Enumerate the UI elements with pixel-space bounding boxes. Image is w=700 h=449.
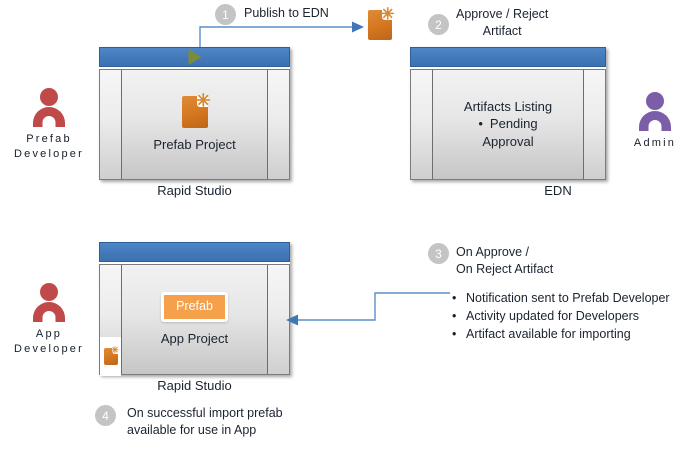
window-title-bar [410, 47, 606, 67]
list-item-label: Activity updated for Developers [466, 308, 640, 323]
caption-rapid-studio-top: Rapid Studio [157, 183, 232, 198]
list-bullet-glyph: • [452, 291, 457, 305]
imported-artifact-icon [103, 345, 119, 365]
right-pane [267, 265, 289, 374]
app-project-label: App Project [160, 330, 229, 346]
list-item: • Activity updated for Developers [452, 308, 690, 326]
left-pane [100, 265, 122, 376]
list-item-label: Notification sent to Prefab Developer [466, 291, 670, 305]
main-pane: Prefab Project [122, 70, 267, 179]
window-rapid-studio-prefab[interactable]: Prefab Project [99, 47, 290, 180]
actor-label: Prefab Developer [14, 133, 84, 160]
right-pane [267, 70, 289, 179]
person-body-shape [639, 111, 671, 131]
list-bullet-glyph: • [452, 326, 457, 341]
step-label-1: Publish to EDN [244, 6, 329, 20]
person-body-shape [33, 302, 65, 322]
actor-prefab-developer: Prefab Developer [3, 86, 95, 162]
list-item: • Notification sent to Prefab Developer [452, 290, 690, 308]
actor-label: App Developer [14, 328, 84, 355]
right-pane [583, 70, 605, 179]
prefab-project-artifact-icon [181, 92, 211, 128]
person-icon [26, 86, 72, 128]
imported-artifact-tile[interactable] [100, 337, 121, 376]
caption-edn: EDN [544, 183, 572, 198]
list-item: • Artifact available for importing [452, 326, 690, 344]
artifacts-listing-item: • Pending [478, 116, 537, 132]
caption-rapid-studio-bottom: Rapid Studio [157, 378, 232, 393]
step-label-4: On successful import prefab available fo… [127, 406, 283, 437]
step-badge-2: 2 [428, 14, 449, 35]
artifact-star-icon [381, 5, 395, 22]
list-item-label: Artifact available for importing [466, 326, 631, 341]
window-body: Artifacts Listing • Pending Approval [410, 69, 606, 180]
person-head-shape [40, 88, 58, 106]
person-icon [632, 90, 678, 132]
window-edn[interactable]: Artifacts Listing • Pending Approval [410, 47, 606, 180]
prefab-project-label: Prefab Project [153, 136, 236, 152]
step-badge-3: 3 [428, 243, 449, 264]
outcome-list: • Notification sent to Prefab Developer … [452, 290, 690, 343]
artifact-star-icon [111, 345, 119, 355]
artifacts-listing-title: Artifacts Listing [463, 99, 553, 115]
actor-label: Admin [633, 137, 677, 149]
person-head-shape [646, 92, 664, 110]
window-title-bar [99, 242, 290, 262]
person-body-shape [33, 107, 65, 127]
step-label-3: On Approve / On Reject Artifact [456, 245, 554, 276]
play-triangle-icon[interactable] [188, 49, 201, 65]
artifact-star-icon [196, 91, 211, 109]
list-bullet-glyph: • [452, 308, 457, 323]
person-head-shape [40, 283, 58, 301]
left-pane [100, 70, 122, 179]
actor-admin: Admin [609, 90, 700, 151]
window-body: Prefab Project [99, 69, 290, 180]
main-pane: Artifacts Listing • Pending Approval [433, 70, 583, 179]
step-badge-4: 4 [95, 405, 116, 426]
left-pane [411, 70, 433, 179]
window-title-bar [99, 47, 290, 67]
list-bullet-glyph: • [478, 116, 483, 132]
step-label-2: Approve / Reject Artifact [456, 7, 549, 38]
prefab-chip-button[interactable]: Prefab [161, 292, 228, 322]
main-pane: Prefab App Project [122, 265, 267, 374]
list-item-label: Pending [489, 116, 538, 132]
step-badge-1: 1 [215, 4, 236, 25]
artifacts-listing-item-line2: Approval [482, 133, 534, 149]
person-icon [26, 281, 72, 323]
actor-app-developer: App Developer [3, 281, 95, 357]
artifact-document-icon [368, 7, 395, 40]
